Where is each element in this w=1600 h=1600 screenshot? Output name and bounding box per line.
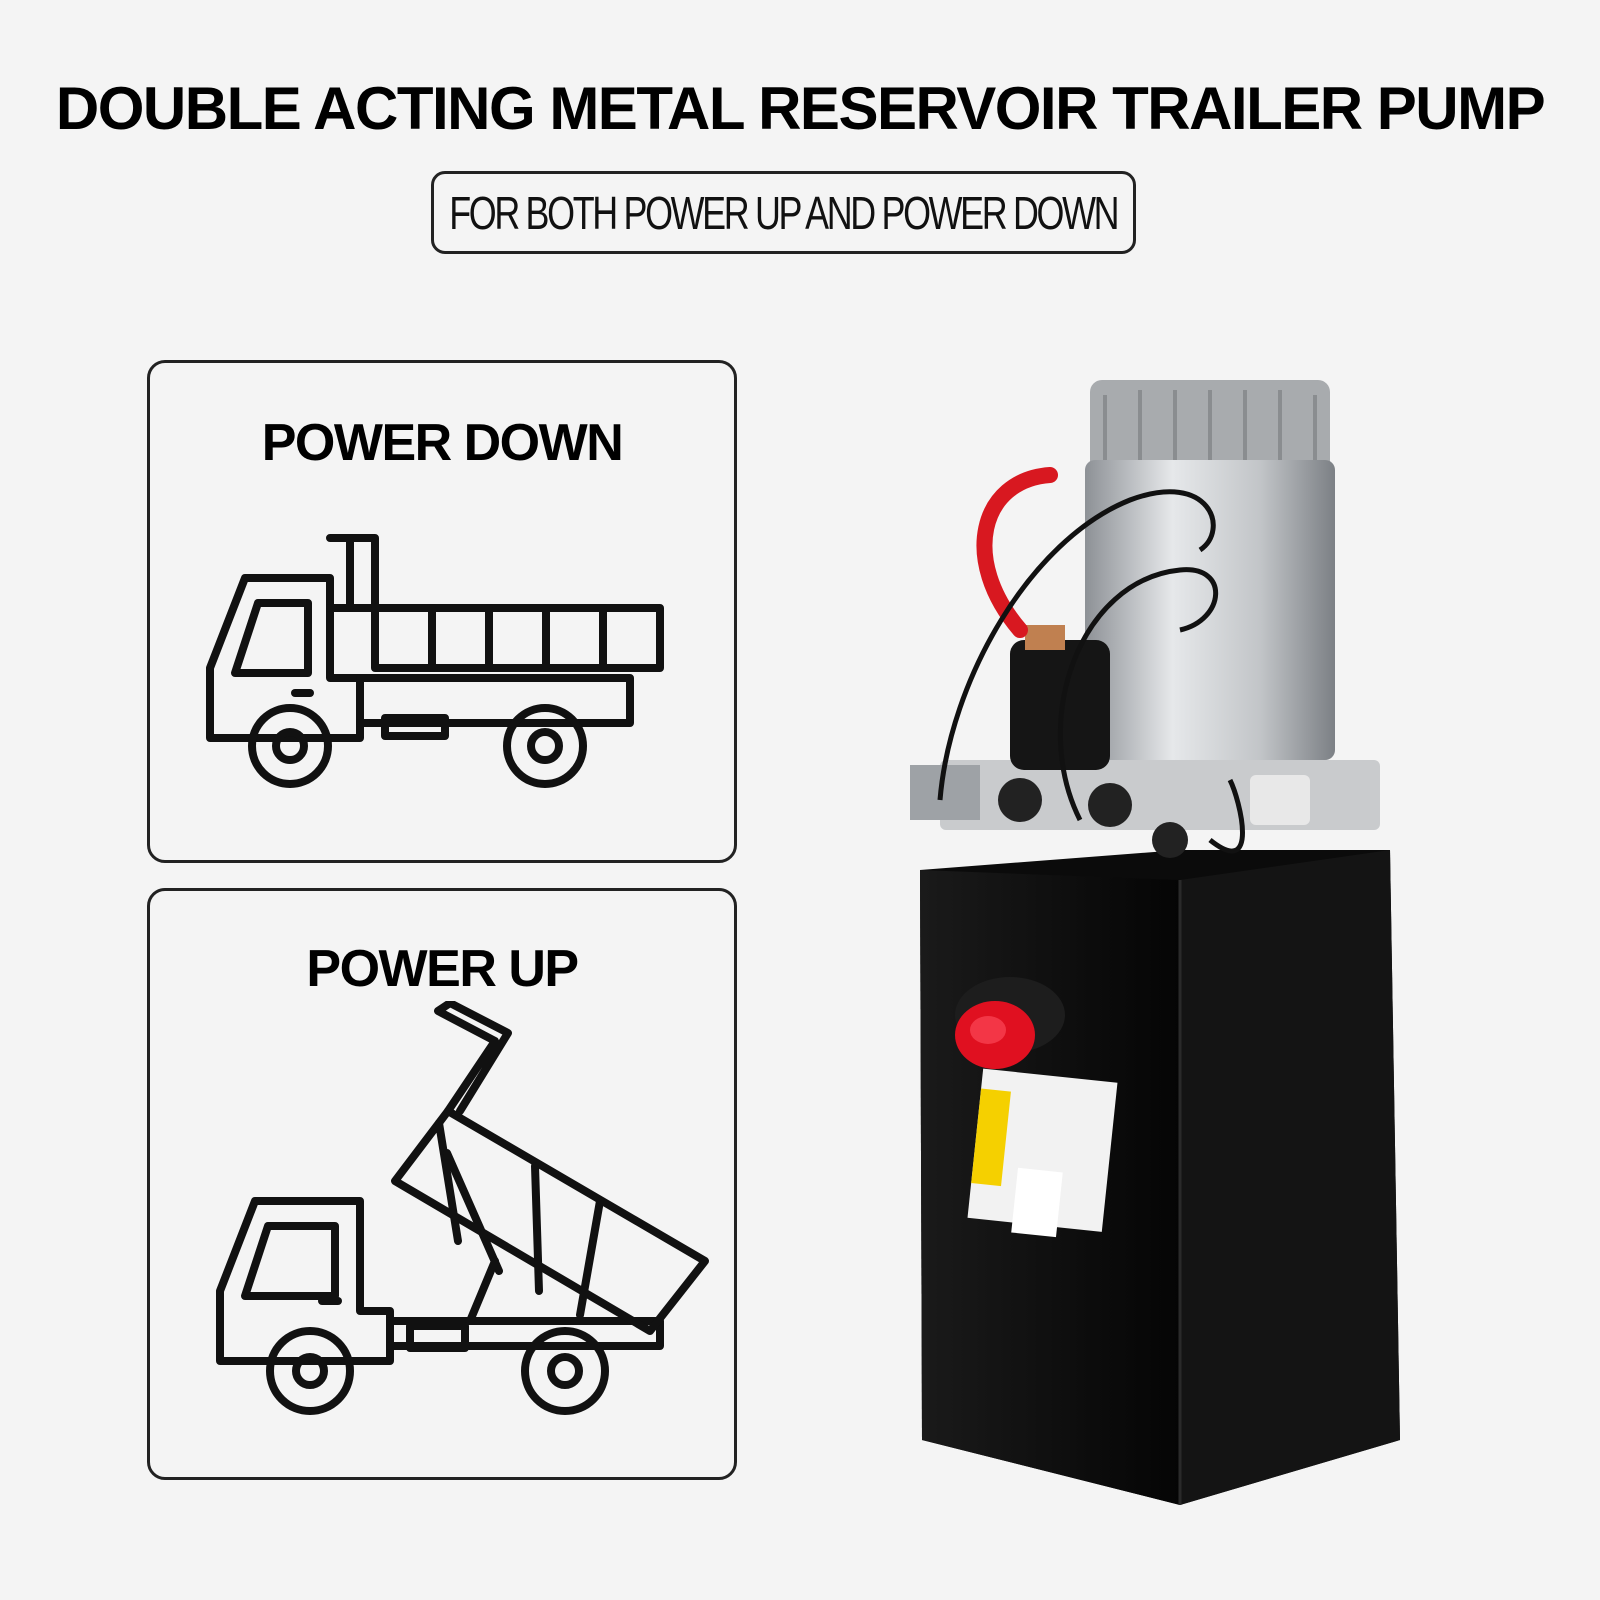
dump-truck-raised-icon [216, 1001, 709, 1415]
power-up-label: POWER UP [306, 940, 579, 998]
power-up-panel: POWER UP [147, 888, 737, 1480]
subtitle-text: FOR BOTH POWER UP AND POWER DOWN [449, 186, 1120, 239]
dump-truck-lowered-icon [206, 534, 664, 788]
page-title: DOUBLE ACTING METAL RESERVOIR TRAILER PU… [55, 75, 1546, 142]
subtitle-banner: FOR BOTH POWER UP AND POWER DOWN [431, 171, 1136, 254]
power-down-panel: POWER DOWN [147, 360, 737, 863]
hydraulic-pump-photo [910, 380, 1400, 1505]
power-cable [976, 467, 1058, 638]
power-down-label: POWER DOWN [261, 414, 624, 472]
